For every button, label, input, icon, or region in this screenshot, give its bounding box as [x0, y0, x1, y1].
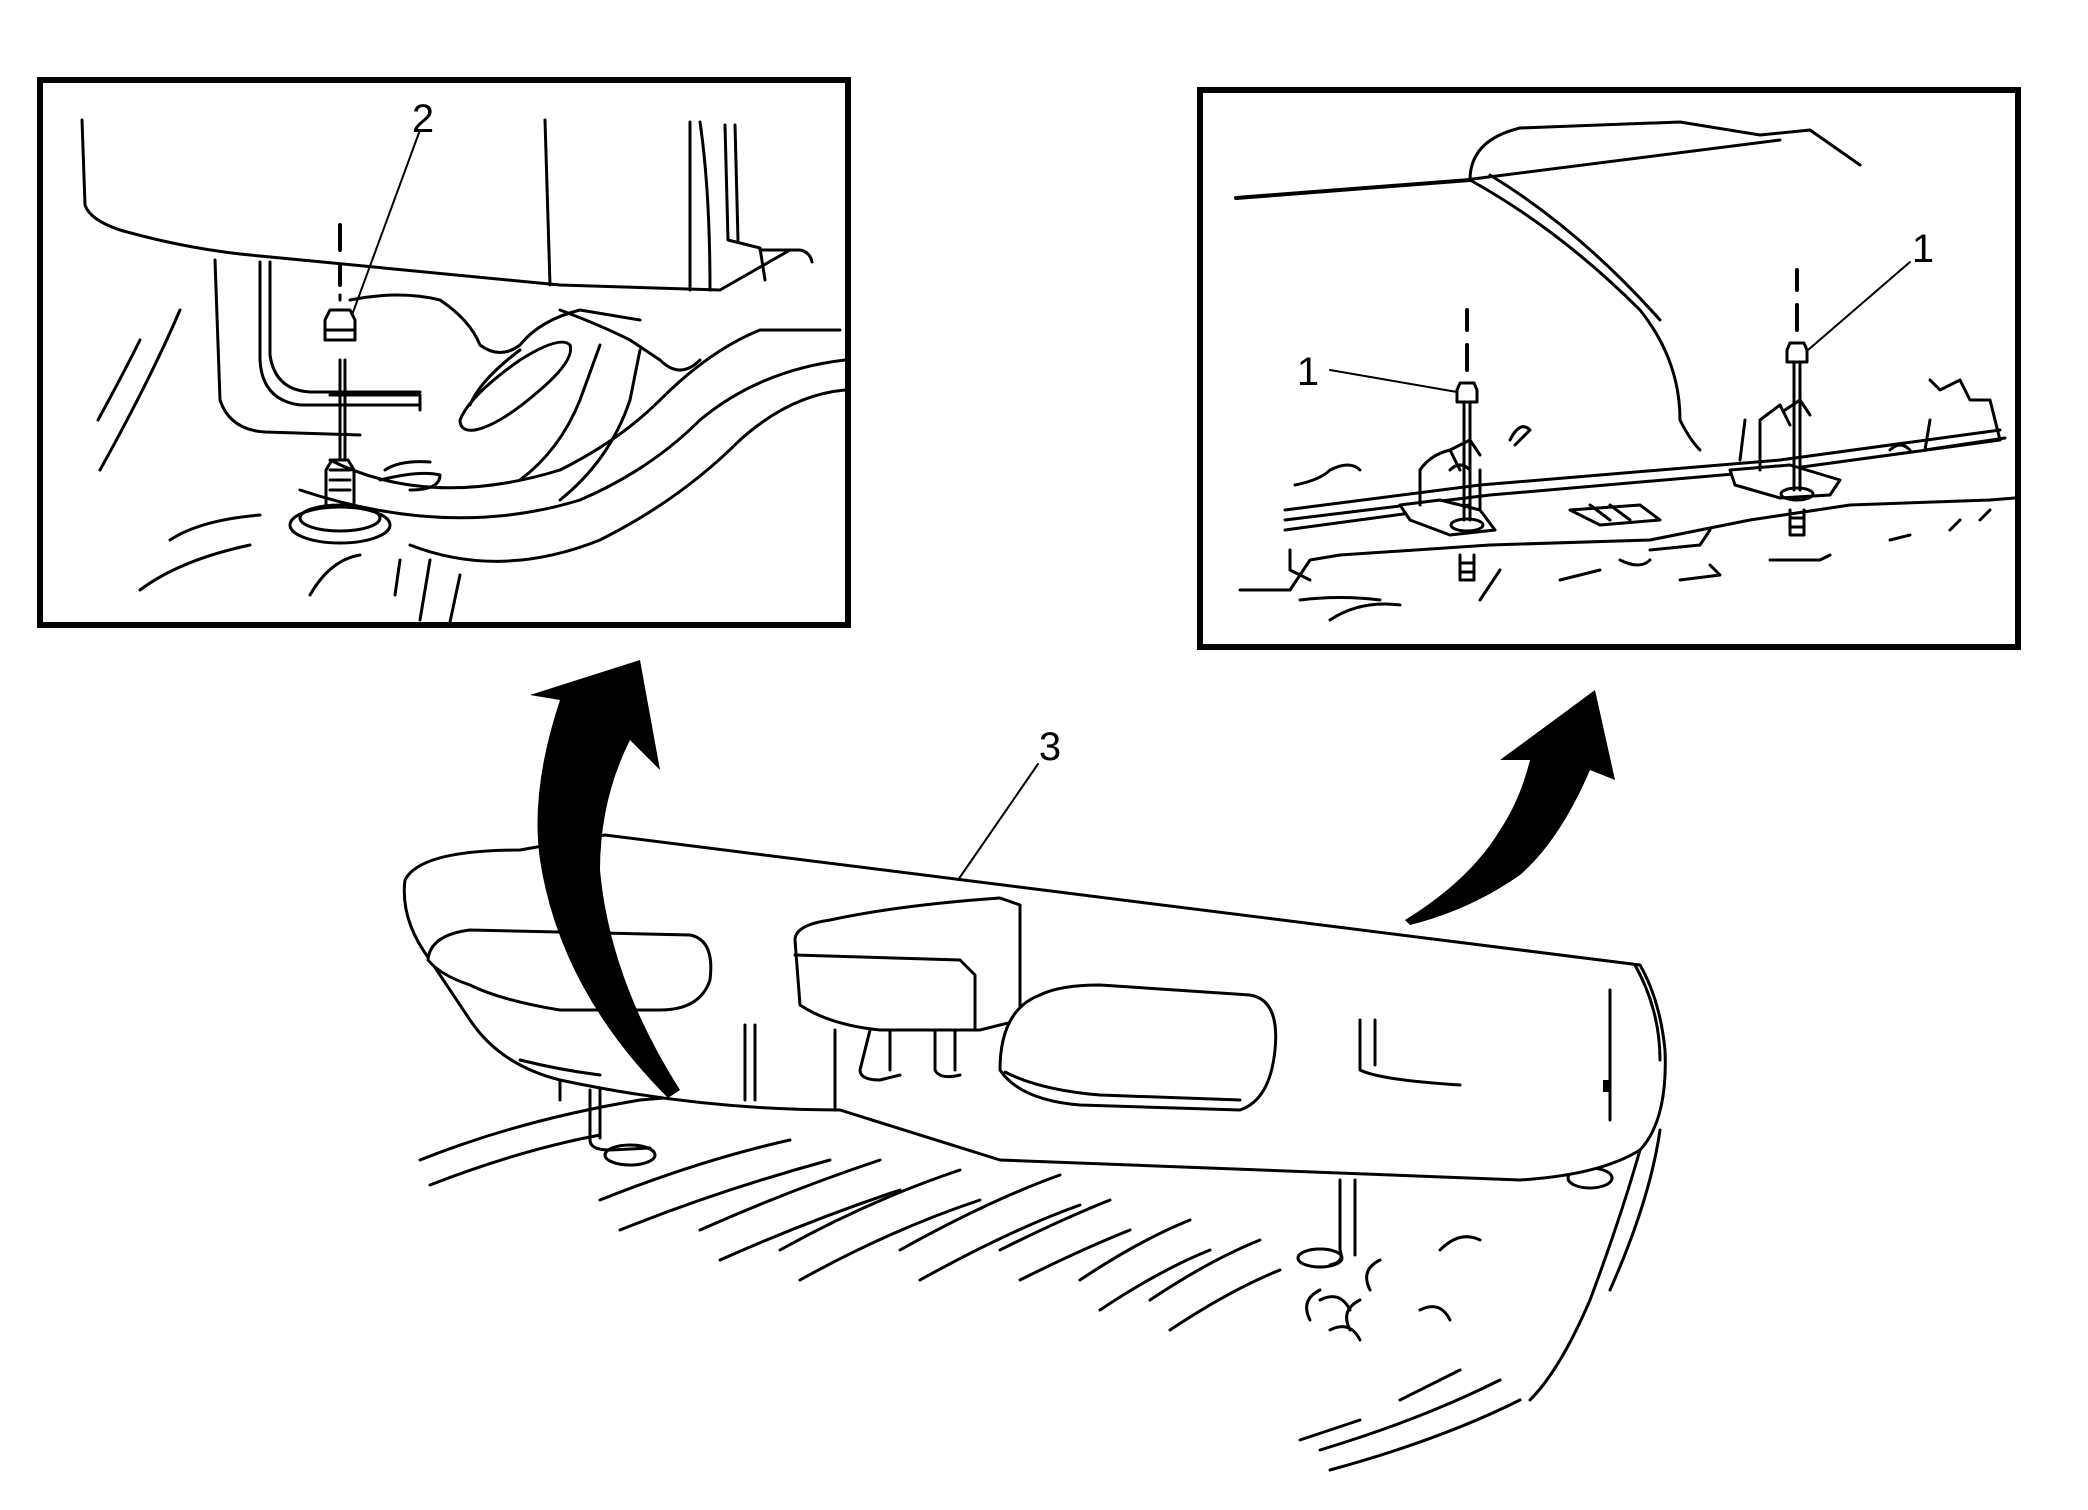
removal-arrow-left — [530, 660, 680, 1098]
callout-3-leader — [957, 763, 1039, 881]
callout-3: 3 — [1039, 725, 1061, 769]
callout-1-left-leader — [1329, 369, 1458, 393]
callout-1-right: 1 — [1912, 227, 1934, 271]
detail-inset-left: 2 — [37, 77, 851, 628]
callout-1-right-leader — [1807, 261, 1911, 351]
detail-inset-right: 1 1 — [1197, 87, 2021, 650]
seat-cushion — [402, 833, 1667, 1269]
callout-2-leader — [351, 129, 421, 316]
callout-2: 2 — [412, 97, 434, 141]
callout-1-left: 1 — [1297, 350, 1319, 394]
removal-arrow-right — [1405, 690, 1615, 925]
floor-panel — [418, 1088, 1662, 1472]
